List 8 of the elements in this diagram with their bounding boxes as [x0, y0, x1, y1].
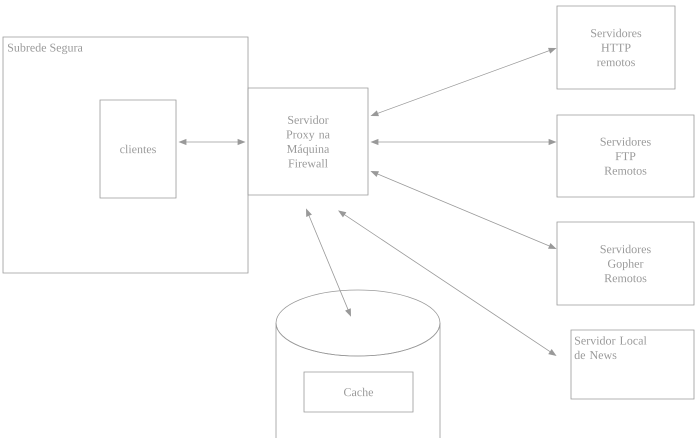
cache-box: Cache [304, 372, 414, 412]
server-box: Servidores FTP Remotos [556, 114, 694, 198]
server-box: Servidores HTTP remotos [556, 6, 676, 90]
client-box: clientes [100, 100, 176, 198]
cache-cylinder [276, 290, 440, 438]
proxy-server-box: Servidor Proxy na Máquina Firewall [248, 88, 368, 196]
server-box: Servidor Local de News [570, 330, 694, 400]
server-box: Servidores Gopher Remotos [556, 222, 694, 306]
